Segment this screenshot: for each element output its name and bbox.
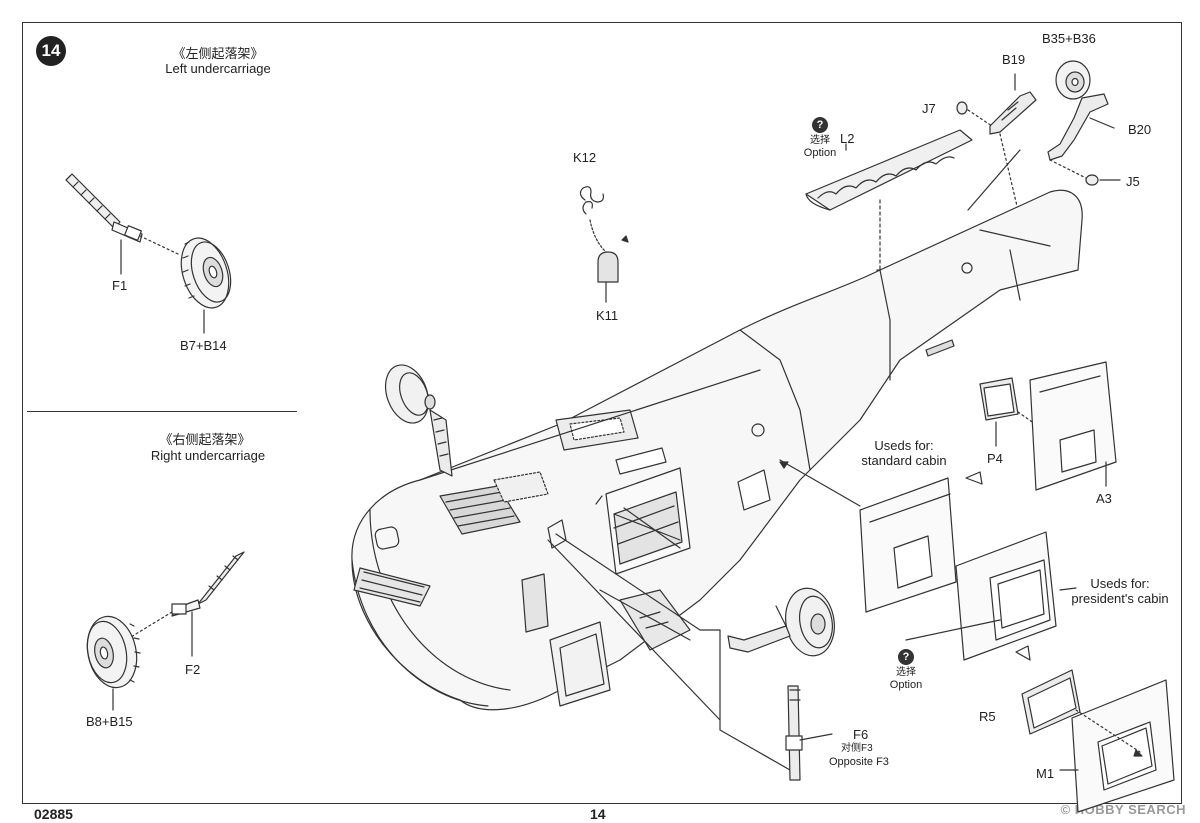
part-label-j7: J7 [922, 101, 936, 116]
part-label-k11: K11 [596, 308, 619, 323]
f6-opposite-cn: 对侧F3 [841, 743, 873, 754]
option-mid-cn: 选择 [896, 667, 916, 678]
fuselage-drawing [351, 189, 1083, 771]
part-label-m1: M1 [1036, 766, 1055, 781]
standard-cabin-panels-drawing [859, 361, 1117, 613]
right-undercarriage-title-en: Right undercarriage [150, 448, 266, 463]
f6-strut-drawing [785, 685, 833, 781]
part-label-f2: F2 [185, 662, 201, 677]
b8-b15-wheel-drawing [86, 615, 141, 711]
l2-panel-drawing [805, 129, 973, 279]
part-label-f1: F1 [112, 278, 128, 293]
option-badge-top: ? [812, 117, 828, 133]
kit-number: 02885 [34, 806, 73, 822]
standard-cabin-note: Useds for: standard cabin [861, 438, 947, 468]
part-label-l2: L2 [840, 131, 855, 146]
f6-opposite-en: Opposite F3 [829, 756, 889, 768]
right-undercarriage-title-cn: 《右侧起落架》 [159, 432, 251, 447]
part-label-b7-b14: B7+B14 [180, 338, 227, 353]
f2-strut-drawing [125, 551, 245, 657]
left-undercarriage-title-cn: 《左侧起落架》 [172, 46, 264, 61]
f1-strut-drawing [65, 173, 179, 275]
part-label-b35-b36: B35+B36 [1042, 31, 1096, 46]
part-label-k12: K12 [573, 150, 597, 165]
part-label-f6: F6 [853, 727, 869, 742]
option-top-en: Option [803, 147, 837, 159]
part-label-p4: P4 [987, 451, 1003, 466]
k12-k11-drawing [579, 186, 629, 303]
part-label-j5: J5 [1126, 174, 1140, 189]
left-undercarriage-title-en: Left undercarriage [165, 61, 271, 76]
presidents-cabin-note: Useds for: president's cabin [1071, 576, 1169, 606]
option-top-cn: 选择 [810, 135, 830, 146]
part-label-r5: R5 [979, 709, 996, 724]
sheet-frame [22, 22, 1182, 804]
option-mid-en: Option [889, 679, 923, 691]
part-label-a3: A3 [1096, 491, 1112, 506]
b7-b14-wheel-drawing [180, 237, 232, 334]
part-label-b8-b15: B8+B15 [86, 714, 133, 729]
part-label-b19: B19 [1002, 52, 1026, 67]
page-number: 14 [590, 806, 606, 822]
section-divider [27, 411, 297, 412]
presidents-cabin-panels-drawing [905, 531, 1175, 813]
tail-gear-parts-drawing [956, 60, 1121, 241]
part-label-b20: B20 [1128, 122, 1152, 137]
step-number-badge: 14 [36, 36, 66, 66]
option-badge-mid: ? [898, 649, 914, 665]
